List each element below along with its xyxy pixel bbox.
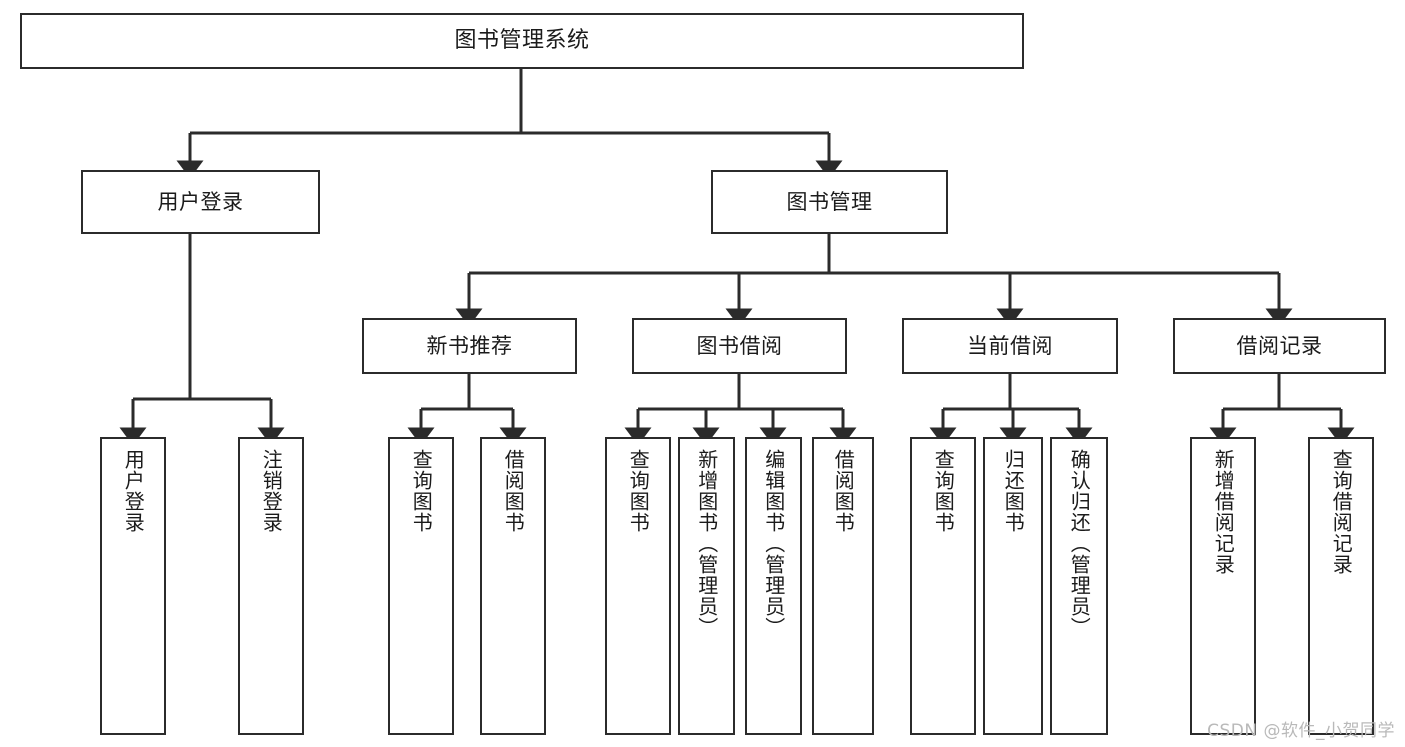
node-book-borrow[interactable]: 图书借阅 <box>632 318 847 374</box>
node-label: 用户登录 <box>121 449 146 533</box>
node-user-login[interactable]: 用户登录 <box>81 170 320 234</box>
node-label: 确认归还（管理员） <box>1067 449 1092 638</box>
node-label: 查询图书 <box>626 449 651 533</box>
node-current-borrow[interactable]: 当前借阅 <box>902 318 1118 374</box>
node-label: 新书推荐 <box>426 333 513 358</box>
node-leaf-add-book[interactable]: 新增图书（管理员） <box>678 437 735 735</box>
node-label: 归还图书 <box>1001 449 1026 533</box>
node-leaf-confirm-return[interactable]: 确认归还（管理员） <box>1050 437 1108 735</box>
node-leaf-borrow-book-1[interactable]: 借阅图书 <box>480 437 546 735</box>
node-label: 图书借阅 <box>696 333 783 358</box>
node-new-book-rec[interactable]: 新书推荐 <box>362 318 577 374</box>
node-borrow-record[interactable]: 借阅记录 <box>1173 318 1386 374</box>
node-label: 查询图书 <box>931 449 956 533</box>
node-label: 用户登录 <box>157 189 244 214</box>
node-label: 借阅图书 <box>831 449 856 533</box>
node-label: 图书管理 <box>786 189 873 214</box>
node-leaf-user-login[interactable]: 用户登录 <box>100 437 166 735</box>
node-leaf-query-book-1[interactable]: 查询图书 <box>388 437 454 735</box>
node-leaf-user-logout[interactable]: 注销登录 <box>238 437 304 735</box>
csdn-watermark: CSDN @软件_小贺同学 <box>1207 721 1395 741</box>
node-label: 新增借阅记录 <box>1211 449 1236 575</box>
node-root[interactable]: 图书管理系统 <box>20 13 1024 69</box>
node-label: 注销登录 <box>259 449 284 533</box>
node-leaf-edit-book[interactable]: 编辑图书（管理员） <box>745 437 802 735</box>
node-leaf-query-book-3[interactable]: 查询图书 <box>910 437 976 735</box>
node-leaf-query-book-2[interactable]: 查询图书 <box>605 437 671 735</box>
node-label: 图书管理系统 <box>454 28 590 54</box>
node-label: 查询借阅记录 <box>1329 449 1354 575</box>
node-label: 编辑图书（管理员） <box>761 449 786 638</box>
node-label: 当前借阅 <box>967 333 1053 358</box>
node-label: 查询图书 <box>409 449 434 533</box>
node-label: 借阅图书 <box>501 449 526 533</box>
node-book-manage[interactable]: 图书管理 <box>711 170 948 234</box>
node-leaf-return-book[interactable]: 归还图书 <box>983 437 1043 735</box>
node-label: 新增图书（管理员） <box>694 449 719 638</box>
node-label: 借阅记录 <box>1236 333 1323 358</box>
node-leaf-query-record[interactable]: 查询借阅记录 <box>1308 437 1374 735</box>
node-leaf-borrow-book-2[interactable]: 借阅图书 <box>812 437 874 735</box>
node-leaf-add-record[interactable]: 新增借阅记录 <box>1190 437 1256 735</box>
